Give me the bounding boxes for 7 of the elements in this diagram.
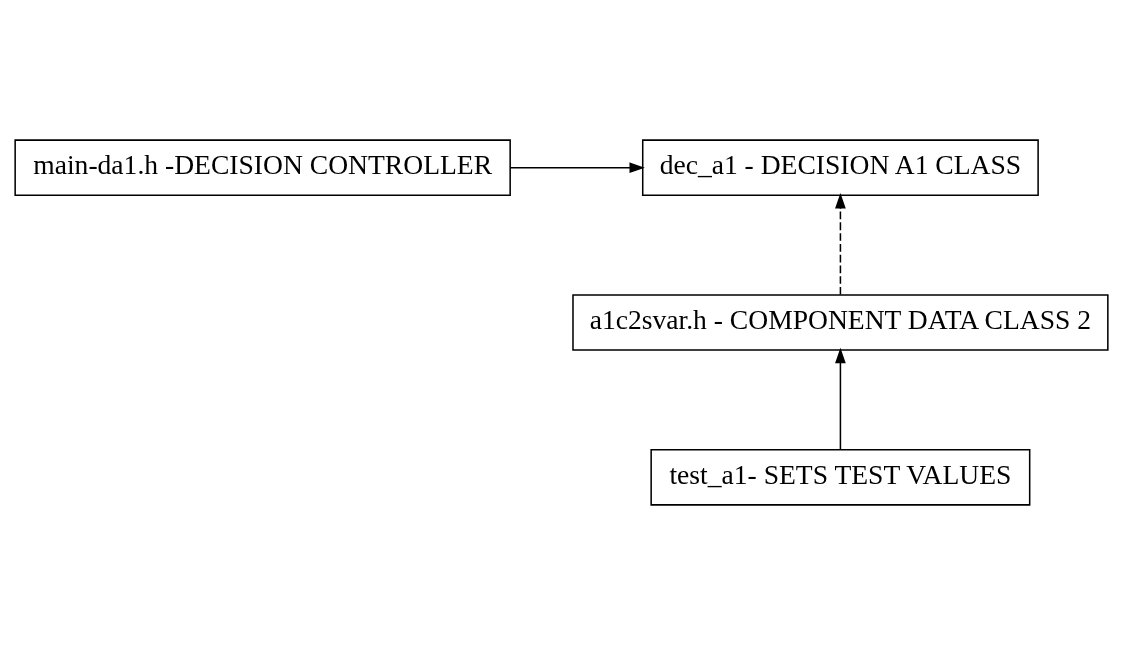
node-box: main-da1.h -DECISION CONTROLLER xyxy=(14,139,511,197)
arrow xyxy=(835,347,846,451)
arrow xyxy=(835,193,846,296)
node-box: a1c2svar.h - COMPONENT DATA CLASS 2 xyxy=(572,294,1109,351)
node-box: test_a1- SETS TEST VALUES xyxy=(650,448,1031,506)
node-box: dec_a1 - DECISION A1 CLASS xyxy=(641,139,1039,197)
arrow xyxy=(509,162,645,174)
